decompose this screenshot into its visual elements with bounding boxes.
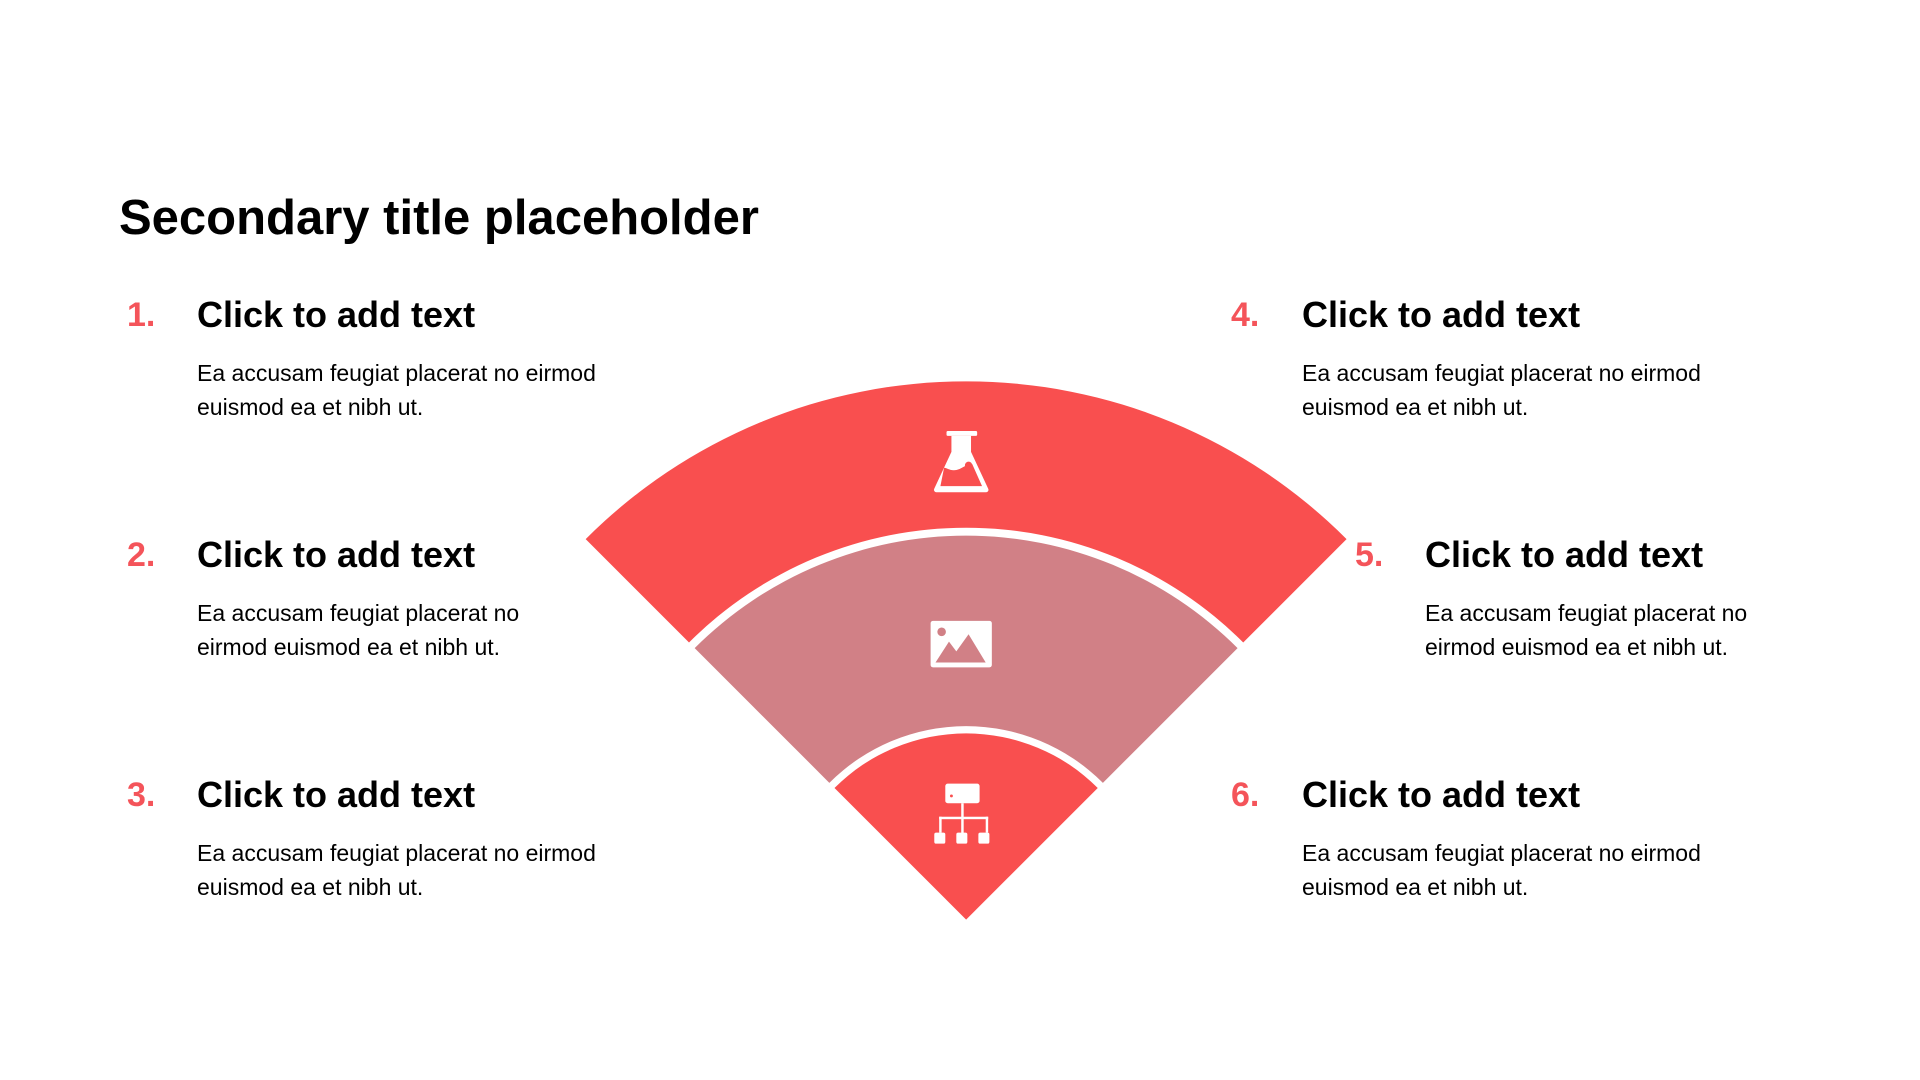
item-6-heading[interactable]: Click to add text bbox=[1302, 774, 1581, 815]
flask-icon bbox=[933, 431, 989, 493]
item-1-number: 1. bbox=[127, 296, 156, 334]
item-5-number: 5. bbox=[1355, 536, 1384, 574]
item-6-body[interactable]: Ea accusam feugiat placerat no eirmod eu… bbox=[1302, 840, 1701, 900]
item-5-heading[interactable]: Click to add text bbox=[1425, 534, 1704, 575]
item-4-heading[interactable]: Click to add text bbox=[1302, 294, 1581, 335]
item-5-body[interactable]: Ea accusam feugiat placerat no eirmod eu… bbox=[1425, 600, 1748, 660]
item-3-heading[interactable]: Click to add text bbox=[197, 774, 476, 815]
item-3-number: 3. bbox=[127, 776, 156, 814]
item-1-body[interactable]: Ea accusam feugiat placerat no eirmod eu… bbox=[197, 360, 596, 420]
item-4-body[interactable]: Ea accusam feugiat placerat no eirmod eu… bbox=[1302, 360, 1701, 420]
fan-outer-segment[interactable] bbox=[585, 381, 1347, 643]
item-2-body[interactable]: Ea accusam feugiat placerat no eirmod eu… bbox=[197, 600, 520, 660]
hierarchy-icon bbox=[934, 783, 990, 844]
item-4-number: 4. bbox=[1231, 296, 1260, 334]
fan-inner-segment[interactable] bbox=[834, 733, 1098, 920]
item-2-heading[interactable]: Click to add text bbox=[197, 534, 476, 575]
item-3-body[interactable]: Ea accusam feugiat placerat no eirmod eu… bbox=[197, 840, 596, 900]
item-6-number: 6. bbox=[1231, 776, 1260, 814]
image-icon bbox=[930, 620, 992, 668]
page-title: Secondary title placeholder bbox=[119, 191, 759, 245]
item-1-heading[interactable]: Click to add text bbox=[197, 294, 476, 335]
item-2-number: 2. bbox=[127, 536, 156, 574]
